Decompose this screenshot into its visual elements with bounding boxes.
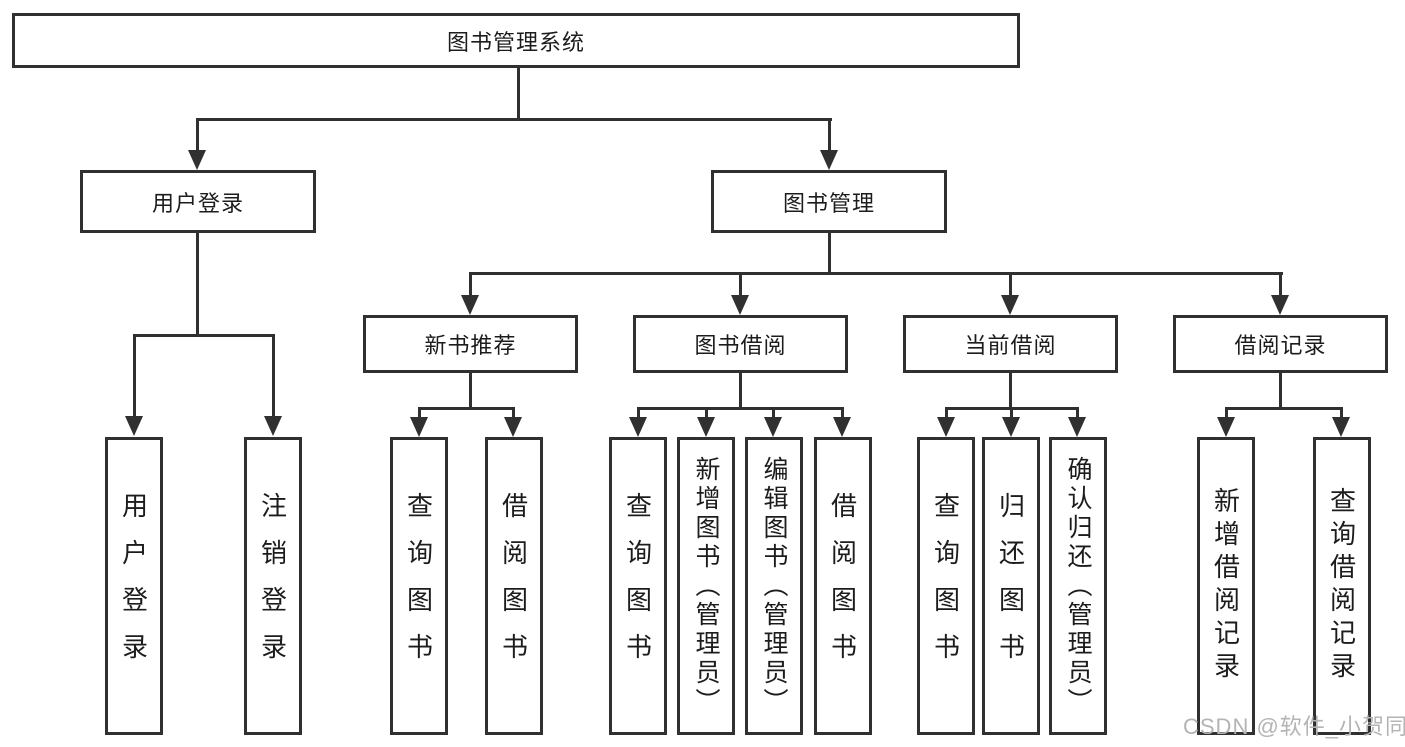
node-current-borrow: 当前借阅: [903, 315, 1118, 373]
node-book-management-label: 图书管理: [782, 190, 875, 216]
connector-leaf-drop: [133, 334, 136, 417]
leaf-query-books-current: 查询图书: [917, 437, 975, 735]
connector-book-borrow-stem: [739, 373, 742, 407]
leaf-return-book: 归还图书: [982, 437, 1040, 735]
arrowhead-icon: [1271, 295, 1289, 315]
leaf-add-book-admin: 新增图书（管理员）: [677, 437, 735, 735]
leaf-logout: 注销登录: [244, 437, 302, 735]
leaf-query-books-newbooks-label: 查询图书: [403, 492, 434, 680]
leaf-add-book-admin-label: 新增图书（管理员）: [692, 455, 720, 717]
connector-leaf-drop: [772, 407, 775, 418]
connector-new-books-bar: [418, 407, 515, 410]
arrowhead-icon: [1002, 417, 1020, 437]
connector-leaf-drop: [1010, 407, 1013, 418]
connector-leaf-drop: [512, 407, 515, 418]
node-user-login: 用户登录: [80, 170, 316, 233]
node-borrow-records-label: 借阅记录: [1234, 333, 1327, 358]
arrowhead-icon: [833, 417, 851, 437]
connector-level2-drop: [1009, 272, 1012, 296]
leaf-edit-book-admin: 编辑图书（管理员）: [745, 437, 803, 735]
arrowhead-icon: [820, 150, 838, 170]
leaf-confirm-return-admin: 确认归还（管理员）: [1049, 437, 1107, 735]
connector-current-borrow-stem: [1009, 373, 1012, 407]
arrowhead-icon: [410, 417, 428, 437]
node-book-borrow: 图书借阅: [633, 315, 848, 373]
node-user-login-label: 用户登录: [151, 190, 244, 216]
arrowhead-icon: [461, 295, 479, 315]
connector-leaf-drop: [1340, 407, 1343, 418]
connector-level2-drop: [739, 272, 742, 296]
arrowhead-icon: [937, 417, 955, 437]
connector-root-stem: [517, 68, 520, 118]
node-current-borrow-label: 当前借阅: [964, 333, 1057, 358]
connector-borrow-records-bar: [1225, 407, 1343, 410]
leaf-edit-book-admin-label: 编辑图书（管理员）: [760, 455, 788, 717]
connector-leaf-drop: [705, 407, 708, 418]
leaf-borrow-books-borrow-label: 借阅图书: [827, 492, 858, 680]
connector-leaf-drop: [637, 407, 640, 418]
arrowhead-icon: [264, 416, 282, 436]
connector-borrow-records-stem: [1279, 373, 1282, 407]
leaf-borrow-books-newbooks: 借阅图书: [485, 437, 543, 735]
connector-leaf-drop: [945, 407, 948, 418]
node-root-label: 图书管理系统: [446, 29, 585, 55]
leaf-query-books-borrow-label: 查询图书: [622, 492, 653, 680]
connector-book-management-drop: [828, 118, 831, 151]
arrowhead-icon: [697, 417, 715, 437]
csdn-watermark: CSDN @软件_小贺同学: [1183, 714, 1405, 739]
connector-leaf-drop: [418, 407, 421, 418]
connector-user-login-drop: [196, 118, 199, 151]
arrowhead-icon: [125, 416, 143, 436]
leaf-query-books-borrow: 查询图书: [609, 437, 667, 735]
node-book-management: 图书管理: [711, 170, 947, 233]
connector-user-login-stem: [196, 233, 199, 334]
leaf-query-books-newbooks: 查询图书: [390, 437, 448, 735]
connector-root-bar: [196, 118, 832, 121]
arrowhead-icon: [504, 417, 522, 437]
node-new-books: 新书推荐: [363, 315, 578, 373]
node-root: 图书管理系统: [12, 13, 1020, 68]
connector-book-management-bar: [469, 272, 1283, 275]
node-new-books-label: 新书推荐: [424, 333, 517, 358]
arrowhead-icon: [629, 417, 647, 437]
leaf-add-borrow-record: 新增借阅记录: [1197, 437, 1255, 735]
connector-book-borrow-bar: [637, 407, 844, 410]
arrowhead-icon: [1217, 417, 1235, 437]
leaf-return-book-label: 归还图书: [995, 492, 1026, 680]
leaf-user-login: 用户登录: [105, 437, 163, 735]
connector-leaf-drop: [841, 407, 844, 418]
leaf-query-borrow-record: 查询借阅记录: [1313, 437, 1371, 735]
connector-leaf-drop: [1076, 407, 1079, 418]
connector-level2-drop: [1279, 272, 1282, 296]
node-book-borrow-label: 图书借阅: [694, 333, 787, 358]
leaf-query-books-current-label: 查询图书: [930, 492, 961, 680]
connector-book-management-stem: [828, 233, 831, 272]
connector-new-books-stem: [469, 373, 472, 407]
node-borrow-records: 借阅记录: [1173, 315, 1388, 373]
arrowhead-icon: [188, 150, 206, 170]
arrowhead-icon: [1001, 295, 1019, 315]
connector-leaf-drop: [272, 334, 275, 417]
leaf-confirm-return-admin-label: 确认归还（管理员）: [1064, 455, 1092, 717]
arrowhead-icon: [764, 417, 782, 437]
leaf-logout-label: 注销登录: [257, 492, 288, 680]
connector-user-login-bar: [133, 334, 275, 337]
leaf-borrow-books-borrow: 借阅图书: [814, 437, 872, 735]
leaf-add-borrow-record-label: 新增借阅记录: [1210, 487, 1241, 685]
arrowhead-icon: [731, 295, 749, 315]
leaf-query-borrow-record-label: 查询借阅记录: [1326, 487, 1357, 685]
leaf-borrow-books-newbooks-label: 借阅图书: [498, 492, 529, 680]
arrowhead-icon: [1068, 417, 1086, 437]
connector-leaf-drop: [1225, 407, 1228, 418]
connector-level2-drop: [469, 272, 472, 296]
leaf-user-login-label: 用户登录: [118, 492, 149, 680]
arrowhead-icon: [1332, 417, 1350, 437]
